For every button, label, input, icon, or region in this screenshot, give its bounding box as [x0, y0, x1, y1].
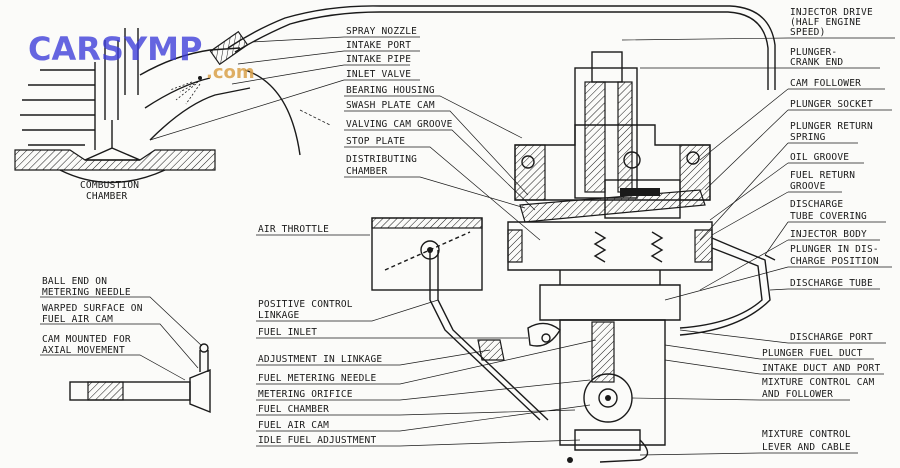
axial-label-group: BALL END ON METERING NEEDLE WARPED SURFA… — [40, 276, 203, 381]
combustion-chamber-wall — [14, 149, 216, 171]
label-valving-cam-groove: VALVING CAM GROOVE — [346, 119, 453, 130]
label-fuel-inlet: FUEL INLET — [258, 327, 317, 338]
label-inlet-valve: INLET VALVE — [346, 69, 411, 80]
label-mixture-cam-line1: MIXTURE CONTROL CAM — [762, 377, 875, 388]
fuel-label-group: AIR THROTTLE POSITIVE CONTROL LINKAGE FU… — [256, 224, 597, 447]
label-intake-duct-port: INTAKE DUCT AND PORT — [762, 363, 880, 374]
label-cam-mounted-line1: CAM MOUNTED FOR — [42, 334, 131, 345]
label-ball-end-line2: METERING NEEDLE — [42, 287, 131, 298]
watermark-brand: CARSYMP — [28, 30, 202, 68]
label-plunger-crank-line1: PLUNGER- — [790, 47, 837, 58]
label-injector-body: INJECTOR BODY — [790, 229, 867, 240]
label-fuel-return-line1: FUEL RETURN — [790, 170, 855, 181]
plunger-crank-end — [591, 51, 623, 83]
label-plunger-discharge-line2: CHARGE POSITION — [790, 256, 879, 267]
valve-guide — [104, 40, 119, 120]
swash-plate-cam — [519, 189, 706, 223]
axial-cam-detail — [69, 343, 211, 414]
label-mixture-cam-line2: AND FOLLOWER — [762, 389, 833, 400]
label-intake-port: INTAKE PORT — [346, 40, 411, 51]
watermark-logo: CARSYMP .com — [28, 30, 255, 83]
label-plunger-socket: PLUNGER SOCKET — [790, 99, 873, 110]
label-oil-groove: OIL GROOVE — [790, 152, 849, 163]
nozzle-label-group: SPRAY NOZZLE INTAKE PORT INTAKE PIPE INL… — [149, 26, 420, 141]
label-positive-control-line2: LINKAGE — [258, 310, 300, 321]
fuel-inlet-fitting — [527, 322, 561, 347]
metering-needle — [199, 350, 209, 372]
label-plunger-crank-line2: CRANK END — [790, 57, 843, 68]
label-discharge-tube: DISCHARGE TUBE — [790, 278, 873, 289]
label-discharge-port: DISCHARGE PORT — [790, 332, 873, 343]
label-fuel-return-line2: GROOVE — [790, 181, 826, 192]
label-fuel-chamber: FUEL CHAMBER — [258, 404, 329, 415]
label-mixture-lever-line2: LEVER AND CABLE — [762, 442, 851, 453]
label-injector-drive-line1: INJECTOR DRIVE — [790, 7, 873, 18]
fuel-chamber-block — [559, 319, 666, 446]
label-warped-surface-line1: WARPED SURFACE ON — [42, 303, 143, 314]
label-ball-end-line1: BALL END ON — [42, 276, 107, 287]
label-idle-fuel-adjustment: IDLE FUEL ADJUSTMENT — [258, 435, 376, 446]
right-label-group: INJECTOR DRIVE (HALF ENGINE SPEED) PLUNG… — [621, 7, 895, 456]
label-fuel-air-cam: FUEL AIR CAM — [258, 420, 329, 431]
label-plunger-return-line1: PLUNGER RETURN — [790, 121, 873, 132]
label-plunger-discharge-line1: PLUNGER IN DIS- — [790, 244, 879, 255]
label-metering-orifice: METERING ORIFICE — [258, 389, 353, 400]
cylinder-head-drawing: COMBUSTION CHAMBER — [14, 5, 776, 202]
label-discharge-covering-line1: DISCHARGE — [790, 199, 843, 210]
label-plunger-fuel-duct: PLUNGER FUEL DUCT — [762, 348, 863, 359]
label-cam-follower: CAM FOLLOWER — [790, 78, 861, 89]
discharge-tube — [679, 237, 771, 336]
mixture-control-lever — [599, 439, 649, 463]
injector-assembly — [507, 51, 776, 463]
label-plunger-return-line2: SPRING — [790, 132, 826, 143]
label-stop-plate: STOP PLATE — [346, 136, 405, 147]
injector-drive-tube — [227, 5, 776, 90]
label-spray-nozzle: SPRAY NOZZLE — [346, 26, 417, 37]
inlet-valve-shape — [84, 120, 141, 161]
injector-body — [539, 284, 681, 321]
center-label-group: BEARING HOUSING SWASH PLATE CAM VALVING … — [344, 85, 541, 241]
label-positive-control-line1: POSITIVE CONTROL — [258, 299, 353, 310]
label-warped-surface-line2: FUEL AIR CAM — [42, 314, 113, 325]
label-combustion-chamber-line2: CHAMBER — [86, 191, 128, 202]
intake-pipe-outline — [139, 47, 241, 76]
plunger-socket — [604, 179, 681, 219]
label-mixture-lever-line1: MIXTURE CONTROL — [762, 429, 851, 440]
label-cam-mounted-line2: AXIAL MOVEMENT — [42, 345, 125, 356]
plunger-return-spring — [593, 231, 607, 263]
cooling-fins — [20, 62, 96, 150]
label-injector-drive-line2: (HALF ENGINE — [790, 17, 861, 28]
label-air-throttle: AIR THROTTLE — [258, 224, 329, 235]
label-discharge-covering-line2: TUBE COVERING — [790, 211, 867, 222]
positive-control-linkage — [429, 250, 541, 421]
label-combustion-chamber-line1: COMBUSTION — [80, 180, 139, 191]
watermark-suffix: .com — [206, 62, 255, 83]
air-throttle-drawing — [371, 217, 549, 421]
label-swash-plate-cam: SWASH PLATE CAM — [346, 100, 435, 111]
label-distributing-line1: DISTRIBUTING — [346, 154, 417, 165]
label-intake-pipe: INTAKE PIPE — [346, 54, 411, 65]
distributing-chamber — [507, 221, 713, 271]
label-fuel-metering-needle: FUEL METERING NEEDLE — [258, 373, 376, 384]
inlet-valve-linkage — [244, 69, 301, 156]
label-injector-drive-line3: SPEED) — [790, 27, 826, 38]
label-adjustment-in-linkage: ADJUSTMENT IN LINKAGE — [258, 354, 382, 365]
label-bearing-housing: BEARING HOUSING — [346, 85, 435, 96]
label-distributing-line2: CHAMBER — [346, 166, 388, 177]
